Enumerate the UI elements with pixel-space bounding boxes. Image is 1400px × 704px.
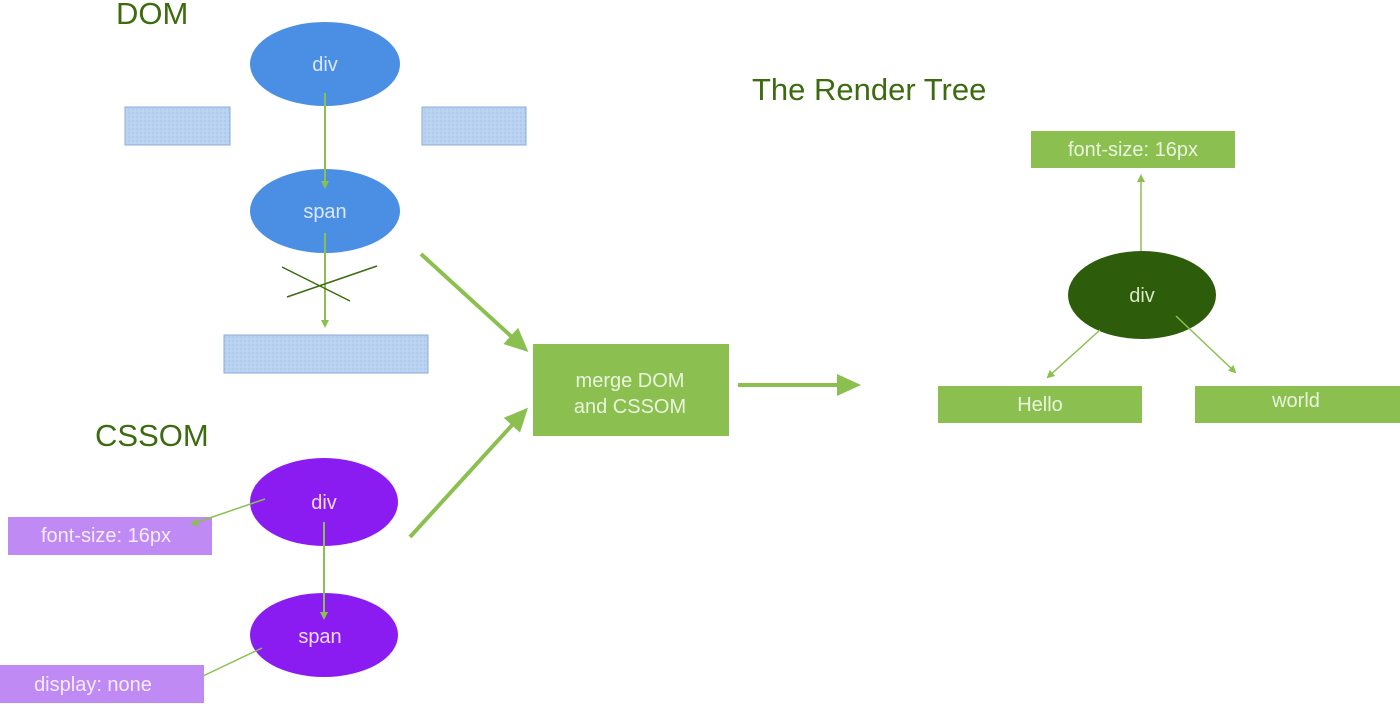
render-edge-div-hello — [1046, 329, 1101, 379]
cssom-style-div-text: font-size: 16px — [41, 525, 171, 547]
cross-out-mark — [281, 265, 378, 302]
cssom-style-connector-div — [190, 498, 266, 526]
cssom-style-box-span: display: none — [0, 665, 204, 703]
render-div-node: div — [1068, 251, 1216, 339]
render-tree-title: The Render Tree — [752, 72, 986, 107]
arrow-cssom-to-merge — [408, 407, 529, 539]
merge-text-line1: merge DOM — [576, 370, 685, 392]
cssom-title: CSSOM — [95, 418, 209, 453]
render-style-box: font-size: 16px — [1031, 131, 1235, 168]
cssom-span-node: span — [250, 593, 398, 677]
merge-text-line2: and CSSOM — [574, 396, 686, 418]
render-hello-text: Hello — [1017, 394, 1063, 416]
dom-placeholder-right — [421, 106, 527, 146]
cssom-div-label: div — [311, 492, 337, 514]
render-hello-box: Hello — [938, 386, 1142, 423]
dom-span-label: span — [303, 201, 346, 223]
render-div-label: div — [1129, 285, 1155, 307]
dom-div-label: div — [312, 54, 338, 76]
render-edge-div-world — [1175, 315, 1237, 374]
dom-span-node: span — [250, 169, 400, 253]
merge-box: merge DOM and CSSOM — [533, 344, 729, 436]
cssom-style-span-text: display: none — [34, 674, 152, 696]
dom-placeholder-bottom — [223, 334, 429, 374]
cssom-span-label: span — [298, 626, 341, 648]
dom-title: DOM — [116, 0, 188, 31]
cssom-style-box-div: font-size: 16px — [8, 517, 212, 555]
cssom-style-connector-span — [202, 647, 263, 677]
render-style-text: font-size: 16px — [1068, 139, 1198, 161]
arrow-dom-to-merge — [419, 252, 529, 353]
render-world-text: world — [1271, 390, 1320, 412]
render-world-box: world — [1195, 386, 1400, 423]
dom-div-node: div — [250, 22, 400, 106]
dom-placeholder-left — [124, 106, 231, 146]
cssom-div-node: div — [250, 458, 398, 546]
